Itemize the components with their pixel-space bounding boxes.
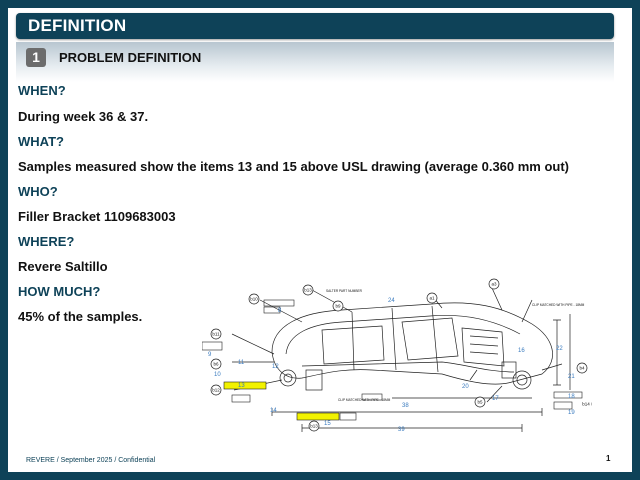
item-number: 18 — [568, 394, 575, 400]
question-where: WHERE? — [18, 234, 75, 249]
footer-text: REVERE / September 2025 / Confidential — [26, 457, 156, 464]
item-number: 16 — [518, 348, 525, 354]
answer-where: Revere Saltillo — [18, 259, 108, 274]
item-number: 13 — [238, 383, 245, 389]
balloon-label: a3 — [491, 282, 497, 287]
section-title: PROBLEM DEFINITION — [59, 50, 202, 65]
balloon-label: b12 — [212, 388, 220, 393]
page-number: 1 — [606, 454, 611, 463]
question-what: WHAT? — [18, 134, 64, 149]
balloon-label: b4 — [579, 366, 585, 371]
balloon-label: b13 — [310, 424, 318, 429]
balloon-label: b6 — [213, 362, 219, 367]
answer-what: Samples measured show the items 13 and 1… — [18, 159, 570, 174]
balloon-label: b13 — [304, 288, 312, 293]
item-number: 15 — [324, 421, 331, 427]
balloon-label: b11 — [212, 332, 220, 337]
section-header: 1 PROBLEM DEFINITION — [16, 42, 614, 82]
item-number: 24 — [388, 298, 395, 304]
title-bar: DEFINITION — [16, 13, 614, 39]
question-when: WHEN? — [18, 83, 66, 98]
question-who: WHO? — [18, 184, 58, 199]
technical-drawing: b10 b11 b6 b12 b13 b9 a1 a3 b13 b5 b4 b1… — [202, 278, 592, 433]
callout-note: CLIP MATCHED WITH PIPE - 18MM — [532, 303, 585, 307]
item-number: 12 — [272, 364, 279, 370]
section-number-badge: 1 — [26, 48, 46, 67]
balloon-label: b10 — [250, 297, 258, 302]
item-number: 9 — [208, 352, 212, 358]
highlight-item-13 — [224, 382, 266, 389]
balloon-label: b14 — [582, 402, 590, 407]
item-number: 39 — [398, 427, 405, 433]
question-how-much: HOW MUCH? — [18, 284, 101, 299]
balloon-label: b5 — [477, 400, 483, 405]
balloon-label: b9 — [335, 304, 341, 309]
item-number: 8 — [278, 308, 282, 314]
item-number: 10 — [214, 372, 221, 378]
item-number: 14 — [270, 408, 277, 414]
item-number: 11 — [238, 360, 245, 366]
answer-how-much: 45% of the samples. — [18, 309, 143, 324]
answer-who: Filler Bracket 1109683003 — [18, 209, 176, 224]
item-number: 17 — [492, 396, 499, 402]
item-number: 22 — [556, 346, 563, 352]
page-title: DEFINITION — [28, 16, 127, 35]
answer-when: During week 36 & 37. — [18, 109, 149, 124]
slide: DEFINITION 1 PROBLEM DEFINITION WHEN? Du… — [8, 8, 632, 472]
callout-note: SALTER PART NUMBER — [326, 289, 363, 293]
item-number: 20 — [462, 384, 469, 390]
item-number: 19 — [568, 410, 575, 416]
callout-note: CLIP MATCHED WITH PIPE - 18MM — [338, 398, 391, 402]
item-number: 38 — [402, 403, 409, 409]
balloon-label: a1 — [429, 296, 435, 301]
highlight-item-15 — [297, 413, 339, 420]
item-number: 21 — [568, 374, 575, 380]
